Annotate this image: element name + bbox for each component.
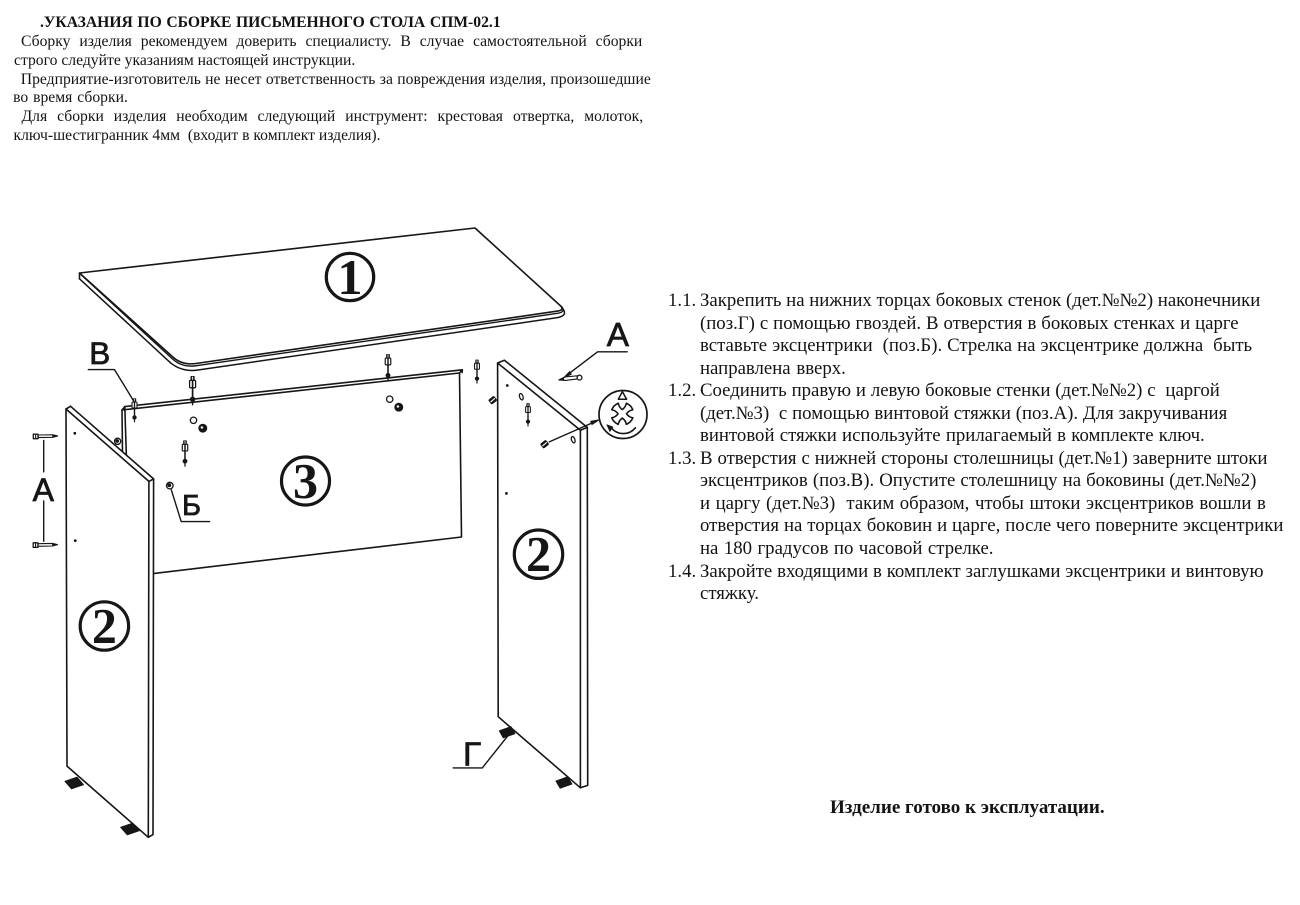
svg-text:2: 2: [526, 526, 551, 582]
svg-text:Г: Г: [463, 737, 481, 774]
svg-text:2: 2: [92, 598, 117, 654]
svg-text:1: 1: [338, 249, 363, 305]
svg-text:В: В: [89, 335, 110, 371]
svg-text:А: А: [607, 317, 630, 354]
svg-text:Б: Б: [182, 490, 201, 522]
svg-text:3: 3: [293, 453, 318, 509]
svg-text:А: А: [33, 472, 55, 508]
